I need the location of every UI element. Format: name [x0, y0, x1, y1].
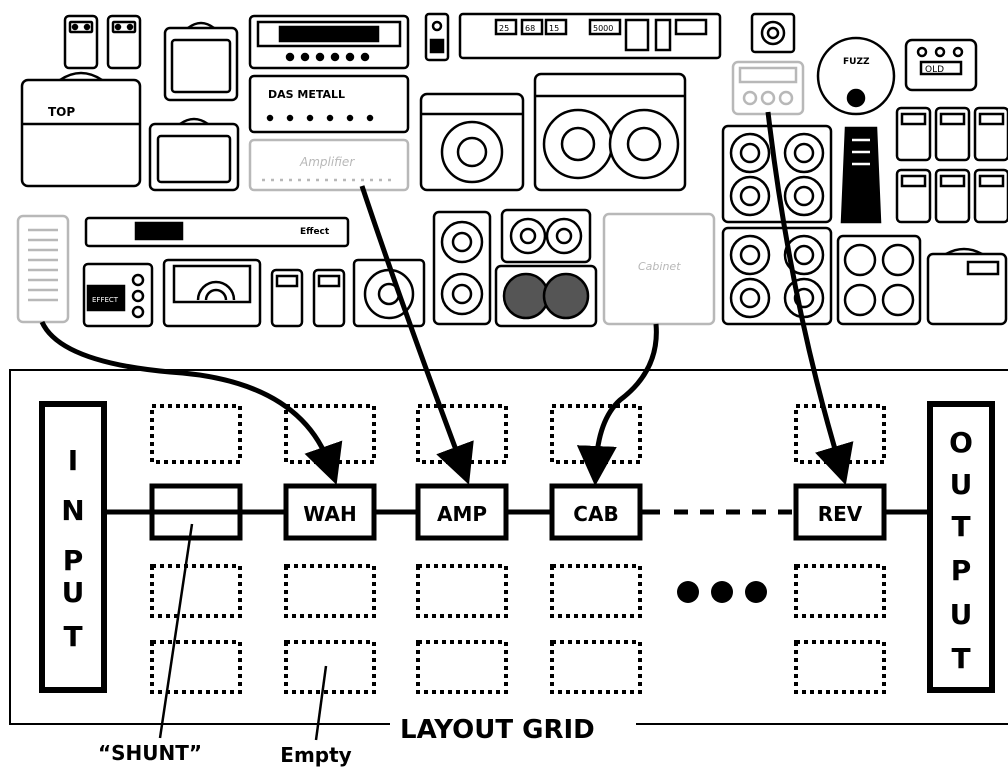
amp-head-icon[interactable] — [248, 14, 410, 70]
callout-lines — [158, 523, 328, 741]
mini-pedal-icon[interactable] — [973, 106, 1008, 162]
amp-head-selected-icon[interactable]: Amplifier — [248, 138, 410, 192]
shunt-block[interactable] — [149, 483, 243, 541]
multi-effect-pedal-icon[interactable]: EFFECT — [82, 262, 154, 328]
amp-head-icon[interactable]: DAS METALL — [248, 74, 410, 134]
layout-grid-title: LAYOUT GRID — [400, 715, 595, 745]
output-letter: U — [950, 468, 973, 501]
empty-slot-grid — [150, 404, 886, 694]
more-columns-ellipsis — [677, 581, 767, 603]
fuzz-label: FUZZ — [843, 57, 870, 67]
cabinet-selected-icon[interactable]: Cabinet — [602, 212, 716, 326]
combo-amp-label: TOP — [48, 105, 75, 119]
input-letter: T — [63, 620, 82, 653]
empty-slot[interactable] — [284, 564, 376, 618]
small-combo-amp-icon[interactable] — [163, 21, 239, 102]
output-letter: O — [949, 426, 973, 459]
small-combo-amp-icon[interactable] — [148, 117, 240, 192]
amp-head-label: DAS METALL — [268, 88, 345, 101]
octave-pedal-selected-icon[interactable] — [731, 60, 805, 116]
input-letter: N — [61, 494, 84, 527]
empty-slot[interactable] — [150, 404, 242, 464]
small-amp-icon[interactable] — [926, 247, 1008, 326]
rack-display-1: 25 — [499, 24, 509, 33]
rack-display-2: 68 — [525, 24, 535, 33]
empty-slot[interactable] — [150, 564, 242, 618]
empty-slot[interactable] — [416, 564, 508, 618]
stomp-pedal-icon[interactable] — [63, 14, 99, 70]
empty-slot[interactable] — [284, 640, 376, 694]
mini-pedal-icon[interactable] — [895, 168, 932, 224]
fuzz-pedal-icon[interactable]: FUZZ — [816, 36, 896, 116]
cab-block-label: CAB — [573, 502, 618, 526]
wah-pedal-selected-icon[interactable] — [16, 214, 70, 324]
empty-slot[interactable] — [150, 640, 242, 694]
rack-effect-label: Effect — [300, 227, 330, 237]
empty-slot[interactable] — [416, 640, 508, 694]
shunt-callout-label: “SHUNT” — [98, 741, 202, 765]
assignment-arrows — [39, 111, 854, 486]
rack-display-3: 15 — [549, 24, 559, 33]
amp-head-script-label: Amplifier — [299, 155, 355, 169]
grille-cabinet-icon[interactable] — [494, 264, 598, 328]
rev-assign-arrow — [765, 111, 854, 486]
input-letter: I — [68, 444, 78, 477]
tuner-unit-icon[interactable] — [162, 258, 262, 328]
output-letter: T — [951, 510, 970, 543]
rev-block[interactable]: REV — [793, 483, 887, 541]
combo-amp-top-icon[interactable]: TOP — [20, 71, 142, 188]
cabinet-2x10-icon[interactable] — [500, 208, 592, 264]
combo-amp-icon[interactable] — [419, 92, 525, 192]
mini-pedal-icon[interactable] — [973, 168, 1008, 224]
empty-slot[interactable] — [550, 640, 642, 694]
effect-pedal-label: EFFECT — [92, 296, 119, 304]
cab-block[interactable]: CAB — [549, 483, 643, 541]
cabinet-4x12-icon[interactable] — [721, 226, 833, 326]
input-letter: P — [63, 544, 84, 577]
empty-slot[interactable] — [416, 404, 508, 464]
rack-effect-icon[interactable]: Effect — [84, 216, 350, 248]
overdrive-pedal-icon[interactable]: OLD — [904, 38, 978, 92]
empty-slot[interactable] — [550, 564, 642, 618]
mini-pedal-icon[interactable] — [895, 106, 932, 162]
wah-assign-arrow — [39, 320, 343, 485]
cab-assign-arrow — [576, 323, 659, 486]
gear-collection: TOP DAS METALL Amplif — [16, 12, 1008, 328]
rack-display-4: 5000 — [593, 24, 613, 33]
amp-block-label: AMP — [437, 502, 487, 526]
output-block: O U T P U T — [927, 401, 995, 693]
input-block: I N P U T — [39, 401, 107, 693]
old-label: OLD — [925, 65, 944, 75]
cabinet-2x1-vertical-icon[interactable] — [432, 210, 492, 326]
output-letter: U — [950, 598, 973, 631]
combo-amp-2x12-icon[interactable] — [533, 72, 687, 192]
amp-assign-arrow — [359, 185, 474, 485]
input-letter: U — [62, 576, 85, 609]
empty-callout-label: Empty — [280, 743, 351, 767]
layout-grid-frame — [9, 369, 1008, 725]
output-letter: P — [951, 554, 972, 587]
power-unit-icon[interactable] — [424, 12, 450, 62]
empty-slot[interactable] — [794, 564, 886, 618]
rev-block-label: REV — [818, 502, 863, 526]
wah-block[interactable]: WAH — [283, 483, 377, 541]
stomp-pedal-icon[interactable] — [106, 14, 142, 70]
expression-pedal-icon[interactable] — [840, 126, 882, 224]
cab-script-label: Cabinet — [638, 260, 681, 273]
empty-slot[interactable] — [794, 404, 886, 464]
small-speaker-icon[interactable] — [750, 12, 796, 54]
stomp-pedal-icon[interactable] — [312, 268, 346, 328]
mini-pedal-icon[interactable] — [934, 168, 971, 224]
cabinet-2x2-icon[interactable] — [836, 234, 922, 326]
mini-pedal-icon[interactable] — [934, 106, 971, 162]
wah-block-label: WAH — [303, 502, 356, 526]
amp-block[interactable]: AMP — [415, 483, 509, 541]
stomp-pedal-icon[interactable] — [270, 268, 304, 328]
empty-slot[interactable] — [794, 640, 886, 694]
rack-processor-icon[interactable]: 25 68 15 5000 — [458, 12, 722, 60]
output-letter: T — [951, 642, 970, 675]
